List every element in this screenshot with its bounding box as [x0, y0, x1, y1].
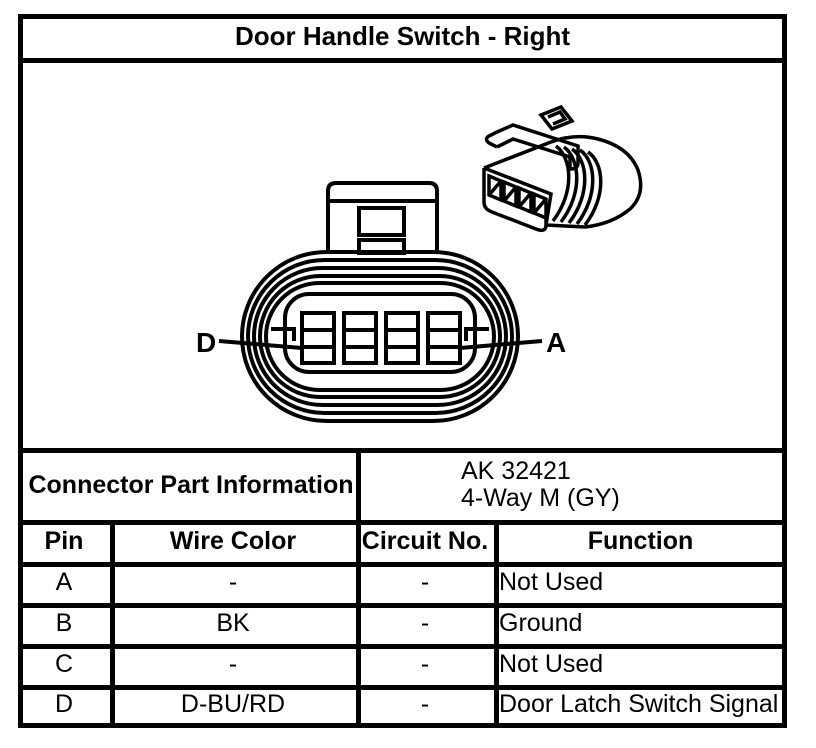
header-wire-color: Wire Color [169, 526, 297, 555]
connector-3d-view [482, 104, 643, 233]
latch-lever-3d [484, 104, 580, 171]
row-d-pin: D [54, 689, 74, 718]
pin-chamber [283, 292, 477, 374]
chamber-notch-left [271, 327, 296, 341]
table-outer-border [18, 14, 787, 728]
row-d-function: Door Latch Switch Signal [499, 689, 779, 718]
row-b-circuit-no: - [420, 609, 430, 637]
header-separator-line [18, 562, 787, 567]
row-d-wire-color: D-BU/RD [180, 689, 286, 718]
header-circuit-no: Circuit No. [361, 526, 489, 555]
row-separator-line-2 [18, 644, 787, 649]
part-description: 4-Way M (GY) [461, 484, 620, 512]
row-separator-line-1 [18, 603, 787, 608]
row-c-function: Not Used [499, 650, 604, 678]
row-a-function: Not Used [499, 568, 604, 596]
row-b-function: Ground [499, 609, 583, 637]
column-divider-pin [110, 520, 115, 723]
row-a-circuit-no: - [420, 568, 430, 596]
part-info-separator-line [18, 520, 787, 525]
title-separator-line [18, 58, 787, 63]
pin-a-label: A [546, 327, 566, 358]
row-d-circuit-no: - [420, 689, 430, 718]
chamber-notch-right [464, 327, 489, 341]
drawing-separator-line [18, 448, 787, 453]
row-a-wire-color: - [228, 568, 238, 596]
leader-line-a [459, 339, 543, 350]
connector-front-view [218, 181, 543, 423]
connector-part-info-label: Connector Part Information [28, 470, 354, 499]
pin-cavities [300, 311, 462, 365]
row-separator-line-3 [18, 685, 787, 690]
column-divider-part-info [356, 448, 361, 723]
header-function: Function [587, 526, 694, 555]
connector-part-info-value: AK 32421 4-Way M (GY) [461, 450, 781, 520]
header-pin: Pin [44, 526, 84, 555]
pin-d-label: D [196, 327, 216, 358]
column-divider-circuit [494, 520, 499, 723]
pin-windows-3d [487, 173, 548, 221]
row-c-circuit-no: - [420, 650, 430, 678]
row-c-wire-color: - [228, 650, 238, 678]
row-b-pin: B [55, 609, 73, 637]
part-number: AK 32421 [461, 457, 571, 485]
seal-rings [240, 250, 520, 423]
row-a-pin: A [55, 568, 73, 596]
row-b-wire-color: BK [216, 609, 250, 637]
page-title: Door Handle Switch - Right [234, 20, 571, 51]
leader-line-d [218, 339, 303, 350]
row-c-pin: C [54, 650, 74, 678]
